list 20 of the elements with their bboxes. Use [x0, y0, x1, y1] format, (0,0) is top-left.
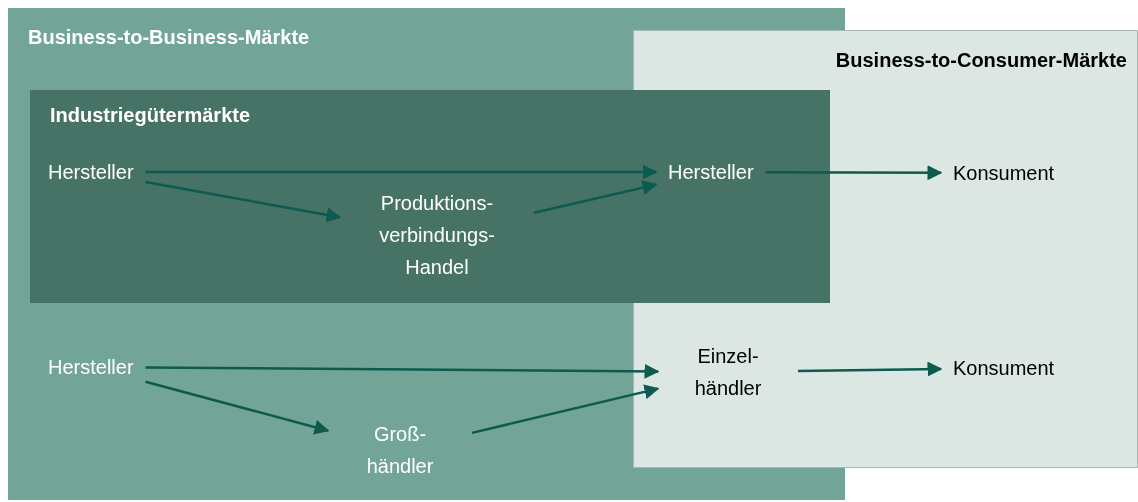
- panel-title: Business-to-Consumer-Märkte: [835, 48, 1127, 73]
- node-label: Produktions- verbindungs- Handel: [352, 187, 522, 283]
- node-label: Einzel- händler: [670, 340, 786, 404]
- arrow: [145, 380, 330, 435]
- arrow: [765, 165, 943, 181]
- arrow: [798, 361, 943, 377]
- node-label: Konsument: [953, 352, 1055, 384]
- arrow: [533, 180, 658, 214]
- node-label: Hersteller: [48, 156, 134, 188]
- panel-title: Business-to-Business-Märkte: [28, 25, 310, 50]
- node-label: Hersteller: [48, 351, 134, 383]
- panel-title: Industriegütermärkte: [50, 103, 251, 128]
- arrow: [145, 164, 658, 180]
- node-label: Groß- händler: [340, 418, 460, 482]
- arrow: [471, 384, 660, 435]
- node-label: Konsument: [953, 157, 1055, 189]
- node-label: Hersteller: [668, 156, 754, 188]
- arrow: [145, 363, 660, 379]
- arrow: [145, 180, 342, 223]
- market-panel: [30, 90, 830, 303]
